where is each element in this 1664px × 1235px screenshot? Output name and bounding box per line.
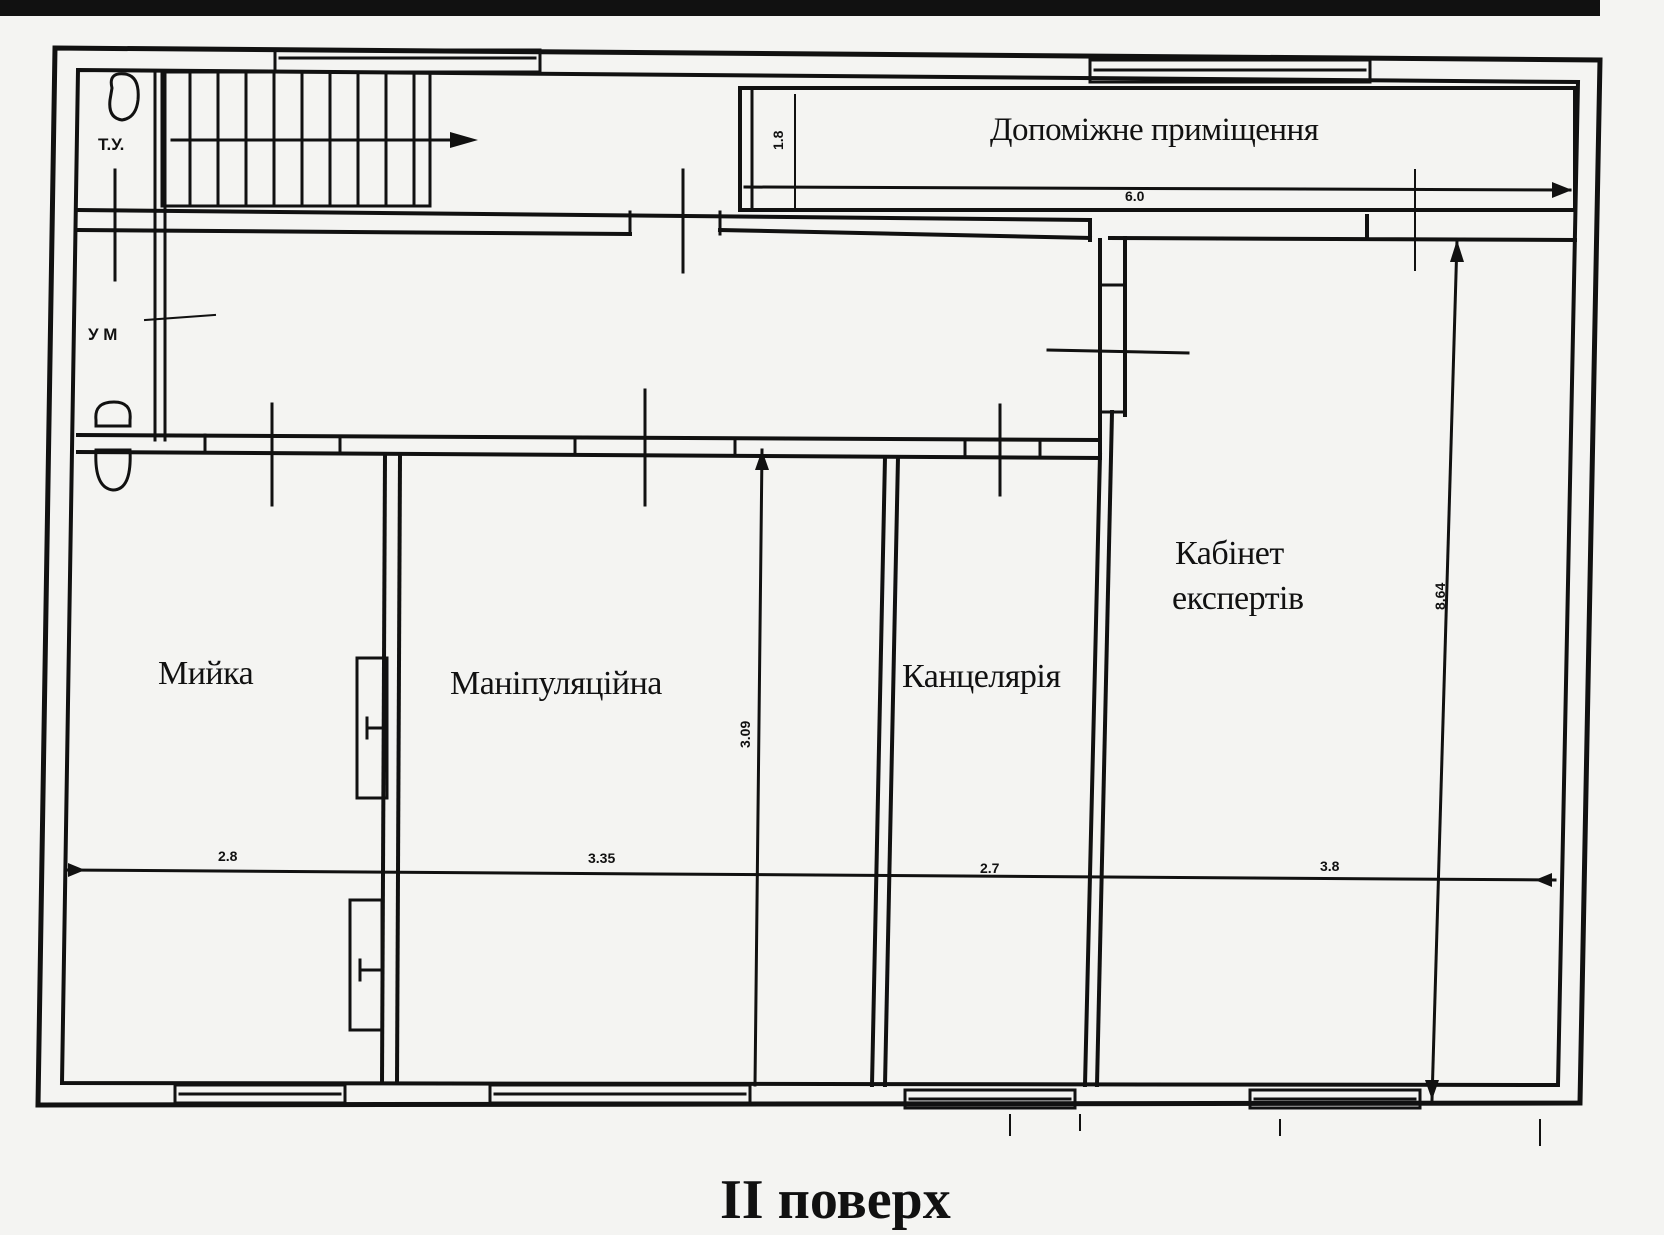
window-bottom-1 — [173, 1083, 347, 1105]
room-label-washroom: У М — [88, 325, 118, 344]
room-label-experts-line2: експертів — [1172, 580, 1304, 617]
dim-manipulation-width: 3.35 — [588, 850, 616, 866]
dim-washing-width: 2.8 — [218, 848, 238, 864]
partition-2b — [882, 454, 901, 1088]
room-label-auxiliary: Допоміжне приміщення — [990, 112, 1319, 148]
top-border-strip — [0, 0, 1600, 16]
experts-height-line — [1430, 238, 1459, 1102]
partition-3a — [1082, 452, 1103, 1088]
window-top-2 — [1088, 58, 1372, 84]
toilet-fixture-3 — [94, 448, 132, 492]
floor-title: II поверх — [720, 1169, 951, 1231]
manipulation-height-line — [753, 448, 764, 1087]
dim-aux-height: 1.8 — [770, 130, 786, 150]
corridor-top-wall — [75, 207, 1093, 241]
window-bottom-2 — [488, 1083, 752, 1105]
dim-experts-height: 8.64 — [1432, 582, 1448, 610]
dim-manipulation-height: 3.09 — [737, 720, 753, 748]
room-label-manipulation: Маніпуляційна — [450, 665, 662, 702]
room-label-experts-line1: Кабінет — [1175, 535, 1284, 572]
toilet-fixture-1 — [108, 72, 140, 122]
auxiliary-room — [738, 86, 1577, 212]
outer-wall-inner — [59, 67, 1581, 1088]
aux-dimension-line — [743, 185, 1572, 192]
bottom-ticks — [1009, 1114, 1541, 1146]
sink-2 — [348, 898, 384, 1032]
sink-1 — [355, 656, 389, 800]
width-dimension-line — [63, 868, 1557, 882]
window-bottom-4 — [1248, 1088, 1422, 1110]
partition-2a — [869, 454, 888, 1088]
dim-office-width: 2.7 — [980, 860, 1000, 876]
outer-wall-outer — [35, 45, 1603, 1108]
corridor-bottom-wall — [75, 432, 1103, 461]
room-label-washing: Мийка — [158, 655, 254, 692]
window-bottom-3 — [903, 1088, 1077, 1110]
dim-experts-width: 3.8 — [1320, 858, 1340, 874]
room-label-toilet: Т.У. — [98, 135, 125, 154]
room-label-office: Канцелярія — [902, 658, 1061, 695]
partition-1b — [394, 452, 403, 1086]
toilet-fixture-2 — [94, 400, 132, 428]
partition-3b — [1094, 409, 1115, 1088]
dim-aux-width: 6.0 — [1125, 188, 1145, 204]
